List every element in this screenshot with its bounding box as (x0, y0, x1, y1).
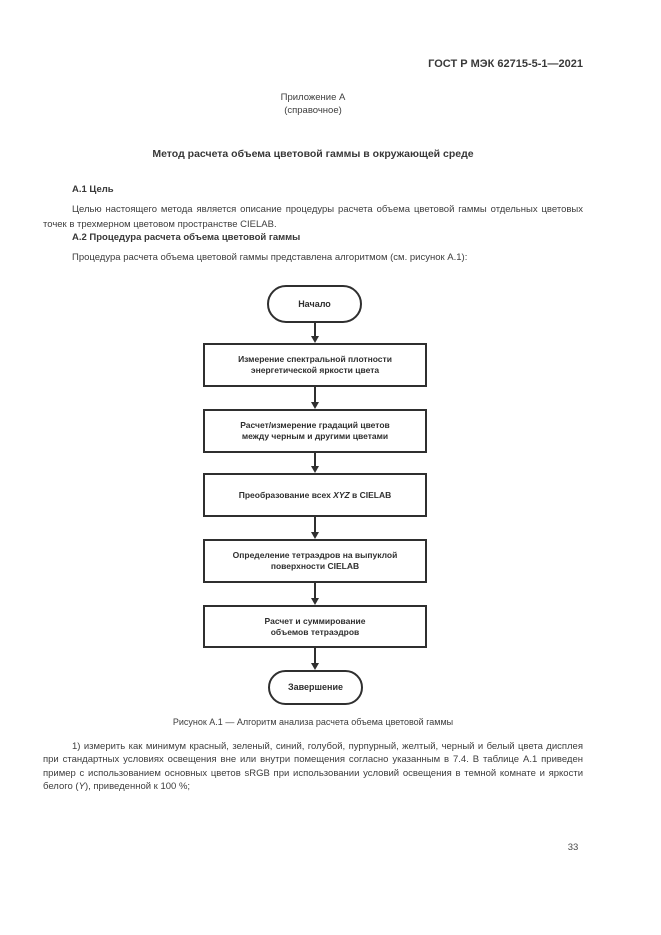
step-text-line: энергетической яркости цвета (250, 365, 380, 375)
arrow-head (311, 598, 319, 605)
arrow-line (314, 323, 316, 336)
list-item-text: 1) измерить как минимум красный, зеленый… (43, 741, 583, 793)
step-text-line: поверхности CIELAB (270, 561, 360, 571)
annex-heading: Приложение А (справочное) (43, 91, 583, 117)
flowchart-start-node: Начало (267, 285, 362, 323)
step-text-line: объемов тетраэдров (270, 626, 360, 637)
flowchart-step-sum-volumes: Расчет и суммирование объемов тетраэдров (203, 605, 427, 648)
section-a2-paragraph: Процедура расчета объема цветовой гаммы … (72, 252, 468, 263)
flowchart-start-label: Начало (298, 298, 331, 309)
standard-number-header: ГОСТ Р МЭК 62715-5-1—2021 (428, 58, 583, 70)
section-a1-paragraph: Целью настоящего метода является описани… (43, 204, 583, 230)
list-item-text: ), приведенной к 100 %; (84, 781, 191, 793)
section-heading-a2: А.2 Процедура расчета объема цветовой га… (72, 232, 301, 243)
page-number: 33 (567, 842, 579, 853)
arrow-head (311, 336, 319, 343)
arrow-line (314, 387, 316, 402)
arrow-down-icon (311, 648, 319, 670)
annex-label: Приложение А (280, 92, 346, 103)
flowchart-end-node: Завершение (268, 670, 363, 705)
step-text-variable: XYZ (333, 489, 350, 500)
page-title: Метод расчета объема цветовой гаммы в ок… (152, 148, 474, 160)
arrow-down-icon (311, 323, 319, 343)
arrow-down-icon (311, 453, 319, 473)
flowchart-step-measure-spectral-density: Измерение спектральной плотности энергет… (203, 343, 427, 387)
step-text-line: Преобразование всех XYZ в CIELAB (239, 490, 392, 501)
arrow-head (311, 402, 319, 409)
arrow-down-icon (311, 583, 319, 605)
flowchart-step-calc-gradations: Расчет/измерение градаций цветов между ч… (203, 409, 427, 453)
arrow-line (314, 453, 316, 466)
arrow-line (314, 517, 316, 532)
arrow-head (311, 663, 319, 670)
section-heading-a1: А.1 Цель (72, 184, 114, 195)
step-text-line: Расчет/измерение градаций цветов (240, 420, 390, 430)
list-item-variable: Y (78, 781, 85, 793)
arrow-down-icon (311, 387, 319, 409)
flowchart-step-define-tetrahedra: Определение тетраэдров на выпуклой повер… (203, 539, 427, 583)
flowchart-end-label: Завершение (287, 682, 344, 692)
step-text-line: Измерение спектральной плотности (238, 354, 392, 364)
figure-caption: Рисунок А.1 — Алгоритм анализа расчета о… (172, 717, 454, 727)
arrow-line (314, 648, 316, 663)
step-text-line: Расчет и суммирование (264, 615, 366, 626)
flowchart-step-convert-xyz-cielab: Преобразование всех XYZ в CIELAB (203, 473, 427, 517)
arrow-head (311, 466, 319, 473)
step-text-line: Определение тетраэдров на выпуклой (232, 550, 398, 560)
annex-type: (справочное) (284, 105, 342, 116)
step-text-part: в CIELAB (349, 489, 392, 500)
list-item-paragraph: 1) измерить как минимум красный, зеленый… (43, 740, 583, 794)
arrow-head (311, 532, 319, 539)
arrow-down-icon (311, 517, 319, 539)
step-text-line: между черным и другими цветами (241, 431, 389, 441)
arrow-line (314, 583, 316, 598)
step-text-part: Преобразование всех (238, 489, 334, 500)
